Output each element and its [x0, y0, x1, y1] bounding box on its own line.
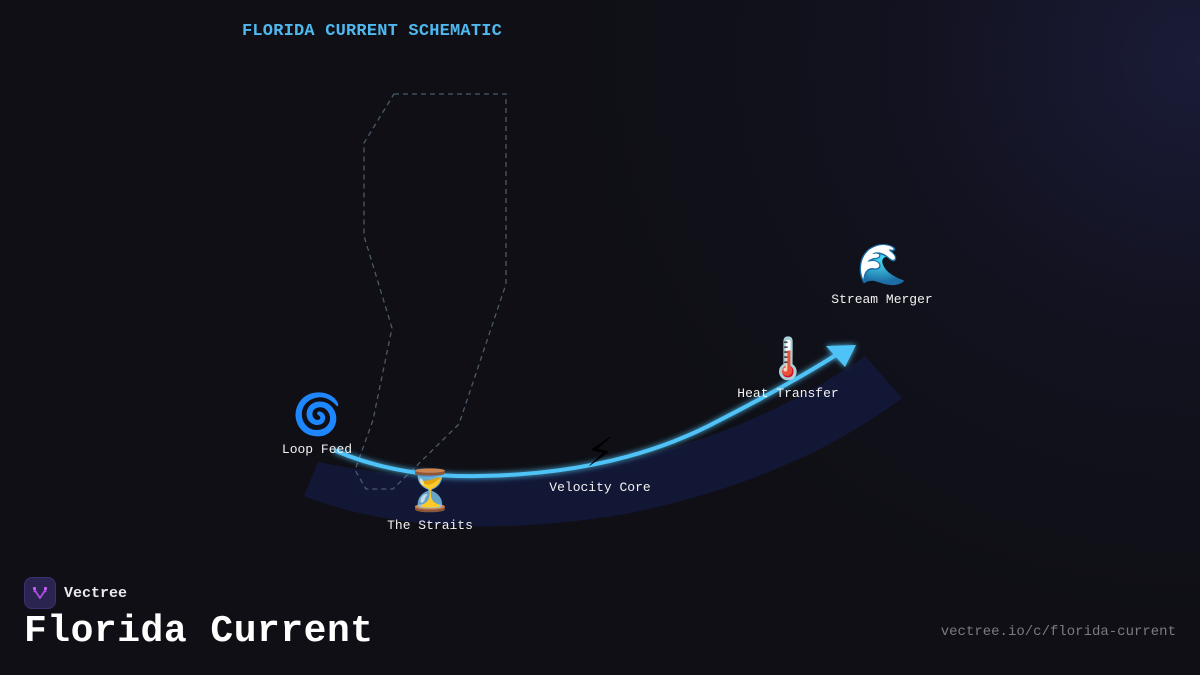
- page-title: Florida Current: [24, 610, 374, 653]
- node-label: The Straits: [387, 518, 473, 533]
- flow-arrow-head: [826, 345, 856, 367]
- node-heat-transfer[interactable]: 🌡️ Heat Transfer: [737, 336, 838, 401]
- brand-name: Vectree: [64, 584, 128, 602]
- node-label: Loop Feed: [281, 442, 353, 457]
- hourglass-icon: ⏳: [405, 468, 455, 514]
- node-stream-merger[interactable]: 🌊 Stream Merger: [831, 242, 932, 307]
- vectree-logo-icon: [24, 577, 56, 609]
- node-the-straits[interactable]: ⏳ The Straits: [387, 468, 473, 533]
- node-velocity-core[interactable]: ⚡ Velocity Core: [549, 430, 650, 495]
- wave-icon: 🌊: [857, 242, 907, 288]
- current-flow-line: [334, 353, 838, 479]
- lightning-icon: ⚡: [585, 430, 615, 476]
- node-loop-feed[interactable]: 🌀 Loop Feed: [282, 392, 352, 457]
- node-label: Stream Merger: [831, 292, 933, 307]
- node-label: Velocity Core: [549, 480, 651, 495]
- current-band: [304, 356, 902, 527]
- thermometer-icon: 🌡️: [763, 336, 813, 382]
- florida-outline: [354, 93, 507, 490]
- cyclone-icon: 🌀: [292, 392, 342, 438]
- diagram-title: FLORIDA CURRENT SCHEMATIC: [242, 22, 503, 41]
- page-url-link[interactable]: vectree.io/c/florida-current: [940, 624, 1176, 640]
- brand[interactable]: Vectree: [24, 577, 127, 609]
- node-label: Heat Transfer: [737, 386, 839, 401]
